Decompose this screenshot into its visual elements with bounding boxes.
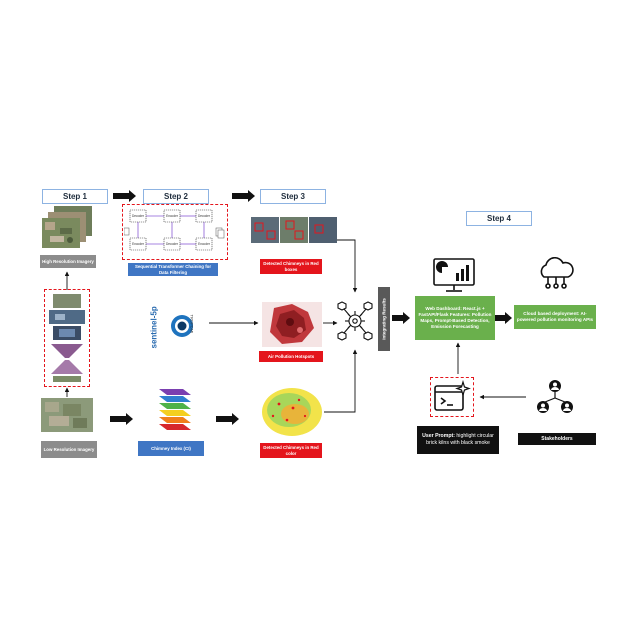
low-res-imagery [41,398,93,432]
high-res-label: High Resolution Imagery [40,255,96,268]
detected-chimneys-color-map [262,388,322,436]
step-3-header: Step 3 [260,189,326,204]
gear-network-icon [337,301,373,341]
block-arrow-ci-detected [216,413,239,425]
dashboard-monitor-icon [433,258,475,292]
transformer-encoder-3: Encoder [198,242,211,246]
chimney-index-layers [159,389,191,430]
user-prompt-text: User Prompt: highlight circular brick ki… [417,433,499,447]
cloud-network-icon [540,257,574,289]
integrating-results-bar: Integrating Results [378,287,390,351]
step-2-header: Step 2 [143,189,209,204]
detected-boxes-label: Detected Chimneys in Red boxes [260,259,322,274]
step-1-header: Step 1 [42,189,108,204]
low-res-label: Low Resolution Imagery [41,441,97,458]
block-arrow-step1-step2 [113,190,136,202]
tropomi-text: TROPOMI [189,314,195,334]
red-dashed-box-prompt [430,377,474,417]
detected-chimneys-boxes-image [251,217,337,243]
block-arrows [110,190,512,425]
air-pollution-label: Air Pollution Hotspots [259,351,323,362]
transformer-encoder-1: Encoder [166,214,179,218]
user-prompt-bold: User Prompt: [422,433,455,440]
user-prompt-box: User Prompt: highlight circular brick ki… [417,426,499,454]
sequential-label: Sequential Transformer Chaining for Data… [128,263,218,276]
transformer-decoder-2: Decoder [198,214,211,218]
block-arrow-lowres-ci [110,413,133,425]
block-arrow-integrate-dashboard [392,312,410,324]
cloud-deployment-label: Cloud based deployment: AI-powered pollu… [516,310,594,322]
block-arrow-dashboard-cloud [494,312,512,324]
tropomi-globe-icon [171,315,193,337]
web-dashboard-box: Web Dashboard: React.js + FastAPI/Flask … [415,296,495,340]
sentinel-logo: sentinel-5p TROPOMI [148,306,212,358]
user-prompt-rest: highlight circular brick kilns with blac… [426,433,494,446]
air-pollution-hotspots-image [262,302,322,347]
red-dashed-box-transformer [122,204,228,260]
transformer-decoder-3: Decoder [166,242,179,246]
stakeholders-label: Stakeholders [518,433,596,445]
high-res-imagery [42,206,92,248]
arrow-detected-integrate [324,349,358,413]
image-tiles-stack [49,294,85,382]
detected-color-label: Detected Chimneys in Red color [260,443,322,458]
chimney-index-label: Chimney Index (CI) [138,441,204,456]
stakeholders-people-icon [537,380,573,413]
sentinel-text: sentinel-5p [149,306,159,349]
terminal-sparkle-icon [434,380,471,411]
transformer-decoder-1: Decoder [132,214,145,218]
integrating-results-label: Integrating Results [381,298,387,340]
transformer-chain-diagram: Decoder Encoder Decoder Encoder Decoder … [124,209,225,251]
block-arrow-step2-step3 [232,190,255,202]
cloud-deployment-box: Cloud based deployment: AI-powered pollu… [514,305,596,329]
red-dashed-box-column1 [44,289,90,387]
web-dashboard-label: Web Dashboard: React.js + FastAPI/Flask … [418,305,492,330]
step-4-header: Step 4 [466,211,532,226]
arrow-boxes-integrate [337,239,358,293]
transformer-encoder-2: Encoder [132,242,145,246]
